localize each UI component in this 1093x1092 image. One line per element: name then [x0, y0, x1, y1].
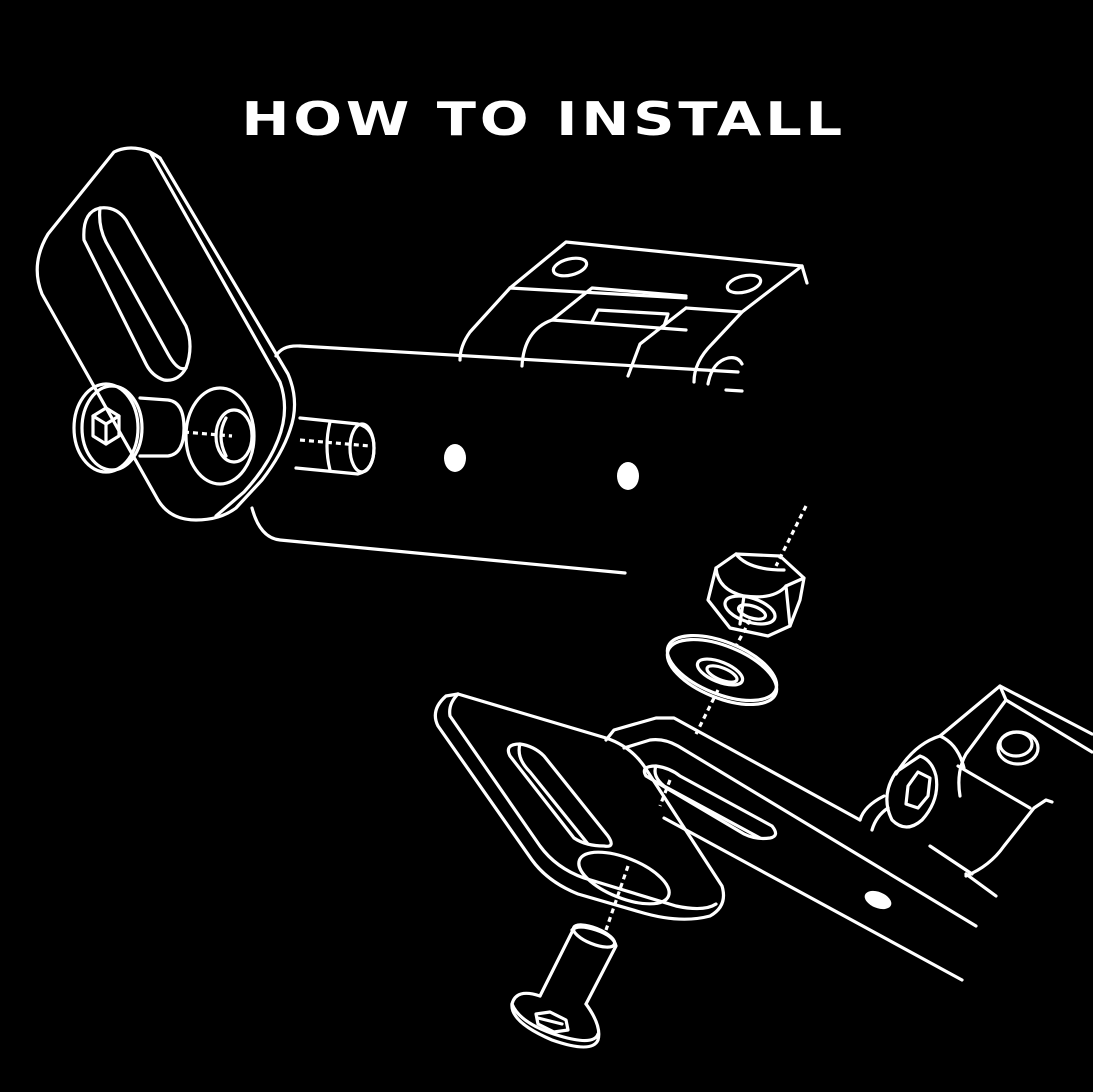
clamp-hex-icon	[904, 770, 932, 810]
bolt-axis-plate	[658, 779, 672, 807]
upper-socket-bolt	[72, 382, 233, 474]
upper-assembly	[35, 146, 809, 575]
rail-hole-1	[444, 444, 466, 472]
flat-washer	[665, 633, 779, 707]
bolt-axis-middle	[734, 619, 752, 647]
hex-nut	[706, 552, 806, 638]
rail-hole-2	[617, 462, 639, 490]
page-title: HOW TO INSTALL	[241, 92, 846, 146]
upper-clamp-bracket	[458, 240, 809, 386]
lower-assembly	[433, 505, 1093, 1049]
arm-hole	[864, 890, 892, 910]
upper-spacer	[294, 416, 376, 476]
upper-washer	[184, 386, 256, 486]
bolt-axis-bottom	[604, 865, 630, 931]
upper-mounting-rail	[250, 344, 744, 575]
lower-clamp-block	[858, 684, 1093, 898]
lower-slotted-plate	[433, 692, 726, 921]
upper-adjuster-plate	[35, 146, 297, 522]
bolt-axis-lower	[694, 689, 720, 735]
screw-hex-socket-icon	[534, 1010, 570, 1034]
lower-bracket-arm	[604, 716, 978, 982]
countersunk-screw	[510, 923, 618, 1049]
